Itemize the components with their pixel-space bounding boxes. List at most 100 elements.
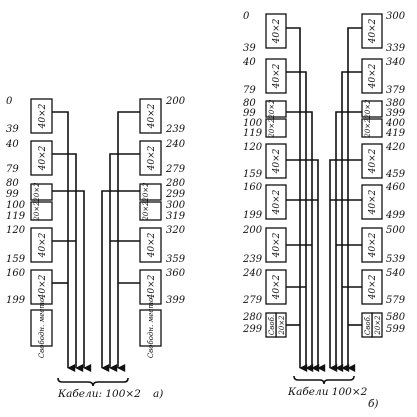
block-label: 20×2	[364, 99, 372, 120]
range-label: 119	[243, 128, 263, 139]
range-label: 239	[242, 254, 263, 265]
range-label: 400	[385, 118, 406, 129]
terminal-block	[30, 201, 53, 221]
terminal-block	[361, 143, 383, 179]
range-label: 399	[386, 108, 406, 119]
range-label: 419	[385, 128, 406, 139]
block-label: 40×2	[272, 18, 282, 44]
block-label: 40×2	[368, 18, 378, 44]
range-label: 540	[386, 268, 406, 279]
range-label: 119	[6, 211, 26, 222]
block-label: 40×2	[147, 274, 157, 300]
diagram-a-right-labels: 200 239 240 279 280 299 300 319 320 359 …	[165, 96, 186, 306]
range-label: 80	[243, 98, 256, 109]
diagram-a-left-wires	[52, 111, 92, 372]
range-label: 299	[165, 189, 186, 200]
block-label: 20×2	[268, 99, 276, 120]
terminal-block	[139, 227, 162, 263]
diagram-a-right-boxes: 40×2 40×2 20×2 20×2 40×2 40×2 Свободн. м…	[139, 98, 162, 358]
terminal-block	[265, 143, 287, 179]
range-label: 280	[165, 178, 186, 189]
block-label: 40×2	[38, 232, 48, 258]
block-label: 20×2	[33, 201, 41, 222]
range-label: 280	[242, 312, 263, 323]
terminal-block	[30, 183, 53, 201]
block-label: Свободн. место	[38, 298, 46, 358]
diagram-b-left-labels: 0 39 40 79 80 99 100 119 120 159 160 199…	[242, 11, 263, 335]
range-label: 340	[386, 57, 406, 68]
block-label: 40×2	[272, 274, 282, 300]
range-label: 199	[243, 210, 263, 221]
range-label: 39	[243, 43, 256, 54]
range-label: 100	[6, 200, 26, 211]
diagram-b-right-boxes: 40×2 40×2 20×2 20×2 40×2 40×2 40×2 40×2 …	[361, 13, 383, 338]
range-label: 299	[242, 324, 263, 335]
block-label: 40×2	[368, 189, 378, 215]
range-label: 0	[6, 96, 13, 107]
diagram-b-left-boxes: 40×2 40×2 20×2 20×2 40×2 40×2 40×2 40×2 …	[265, 13, 287, 338]
terminal-block	[361, 118, 383, 138]
block-label: 40×2	[272, 232, 282, 258]
range-label: 300	[386, 11, 406, 22]
range-label: 100	[243, 118, 263, 129]
range-label: 360	[166, 268, 186, 279]
range-label: 539	[386, 254, 406, 265]
terminal-block	[139, 201, 162, 221]
terminal-block	[361, 184, 383, 220]
terminal-block	[361, 227, 383, 263]
block-label: 20×2	[33, 182, 41, 203]
range-label: 300	[166, 200, 186, 211]
terminal-block	[265, 184, 287, 220]
range-label: 459	[385, 169, 406, 180]
diagram-a-left-boxes: 40×2 40×2 20×2 20×2 40×2 40×2 Свободн. м…	[30, 98, 53, 358]
block-label: 40×2	[272, 189, 282, 215]
range-label: 39	[6, 124, 19, 135]
free-space-block	[361, 312, 373, 338]
diagram-b-right-wires	[329, 27, 362, 372]
range-label: 120	[243, 142, 263, 153]
range-label: 240	[165, 139, 186, 150]
diagram-a-right-wires	[101, 111, 140, 372]
range-label: 79	[6, 164, 19, 175]
terminal-block	[30, 98, 53, 134]
terminal-block	[361, 13, 383, 49]
terminal-block	[30, 269, 53, 305]
block-label: 40×2	[38, 103, 48, 129]
range-label: 380	[386, 98, 406, 109]
range-label: 279	[165, 164, 186, 175]
block-label: 40×2	[272, 63, 282, 89]
block-label: 40×2	[368, 63, 378, 89]
range-label: 99	[6, 189, 19, 200]
range-label: 40	[242, 57, 256, 68]
terminal-block	[361, 100, 383, 118]
range-label: 359	[166, 254, 186, 265]
range-label: 200	[165, 96, 186, 107]
diagram-b-left-wires	[286, 27, 326, 372]
block-label: 20×2	[268, 118, 276, 139]
range-label: 279	[242, 295, 263, 306]
terminal-block	[139, 98, 162, 134]
range-label: 399	[166, 295, 186, 306]
block-label: 40×2	[272, 148, 282, 174]
range-label: 160	[243, 182, 263, 193]
terminal-block	[30, 227, 53, 263]
block-label: 40×2	[368, 274, 378, 300]
range-label: 379	[386, 85, 406, 96]
terminal-block	[265, 100, 287, 118]
terminal-block	[265, 58, 287, 94]
block-label: 20×2	[374, 315, 382, 336]
range-label: 320	[166, 225, 186, 236]
cable-caption: Кабели 100×2	[287, 386, 368, 398]
diagram-b-right-labels: 300 339 340 379 380 399 400 419 420 459 …	[385, 11, 406, 335]
block-label: 40×2	[38, 274, 48, 300]
diagram-a: 0 39 40 79 80 99 100 119 120 159 160 199…	[5, 96, 186, 400]
free-space-block	[139, 309, 162, 347]
range-label: 240	[242, 268, 263, 279]
block-label: 40×2	[38, 145, 48, 171]
diagram-b: 0 39 40 79 80 99 100 119 120 159 160 199…	[242, 11, 406, 410]
range-label: 160	[6, 268, 26, 279]
cable-brace	[57, 377, 129, 387]
range-label: 580	[386, 312, 406, 323]
range-label: 420	[385, 142, 406, 153]
